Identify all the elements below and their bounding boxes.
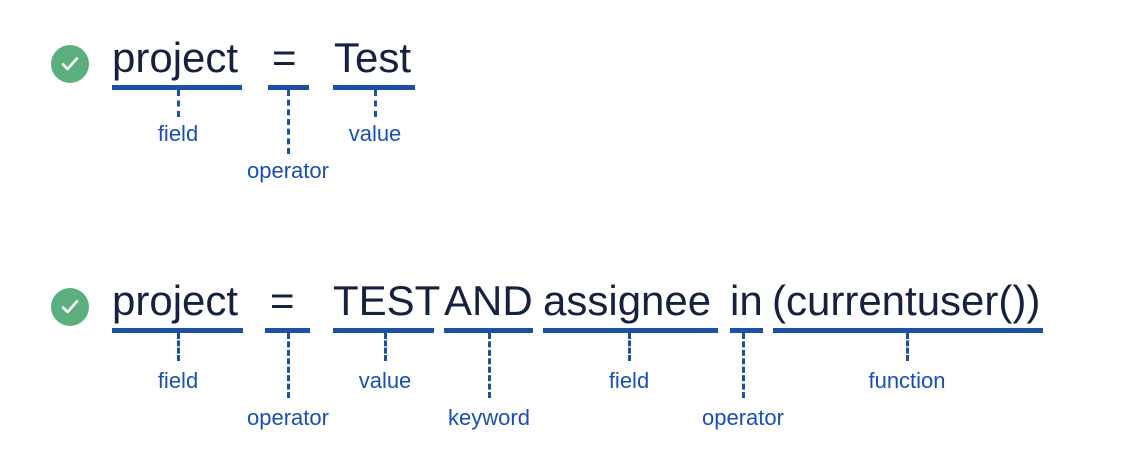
token-underline-value-test [333,328,434,333]
token-underline-value [333,85,415,90]
query-token-operator-in: in [730,277,763,324]
query-token-field-project: project [112,277,239,324]
check-circle-icon [51,45,89,83]
leader-line-operator-equals [287,333,290,398]
annotation-label-operator: operator [247,158,329,183]
token-underline-function-currentuser [773,328,1043,333]
leader-line-keyword-and [488,333,491,398]
check-circle-icon [51,288,89,326]
query-token-function-currentuser: (currentuser()) [772,277,1041,324]
query-token-field-assignee: assignee [543,277,712,324]
query-token-operator-equals: = [270,277,295,324]
annotation-label-operator-equals: operator [247,405,329,430]
jql-example-row-2: project = TEST AND assignee in (currentu… [0,248,1138,452]
query-token-value: Test [334,34,412,81]
annotation-label-value-test: value [358,368,412,393]
annotation-label-keyword-and: keyword [448,405,530,430]
query-token-field: project [112,34,239,81]
leader-line-operator [287,90,290,154]
annotation-label-field-assignee: field [608,368,650,393]
token-underline-field [112,85,242,90]
token-underline-field-assignee [543,328,718,333]
query-token-operator: = [272,34,297,81]
token-underline-operator-equals [265,328,310,333]
leader-line-operator-in [742,333,745,398]
query-token-keyword-and: AND [444,277,533,324]
token-underline-operator [268,85,309,90]
annotation-label-value: value [348,121,402,146]
annotation-label-field: field [157,121,199,146]
leader-line-value-test [384,333,387,361]
leader-line-field-assignee [628,333,631,361]
leader-line-function-currentuser [906,333,909,361]
leader-line-value [374,90,377,117]
token-underline-operator-in [730,328,763,333]
annotation-label-field-project: field [157,368,199,393]
annotation-label-function-currentuser: function [868,368,946,393]
leader-line-field-project [177,333,180,361]
annotation-label-operator-in: operator [702,405,784,430]
jql-example-row-1: project = Test field operator value [0,0,1138,220]
token-underline-field-project [112,328,243,333]
query-token-value-test: TEST [333,277,441,324]
token-underline-keyword-and [444,328,533,333]
leader-line-field [177,90,180,117]
